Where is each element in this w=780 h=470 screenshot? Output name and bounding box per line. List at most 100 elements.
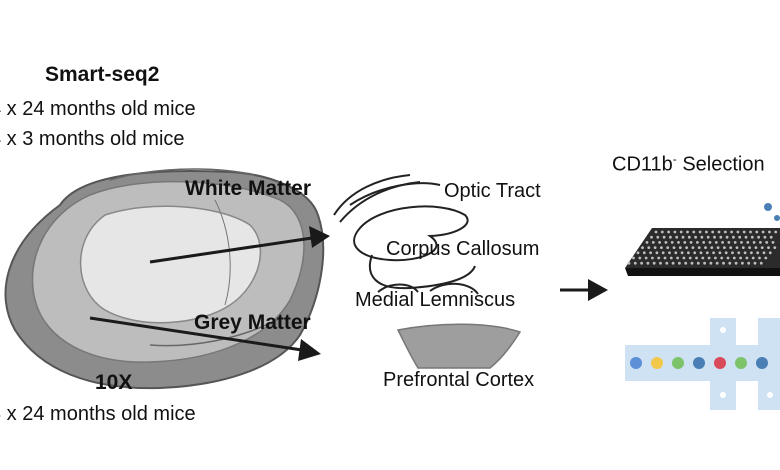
corpus-callosum-label: Corpus Callosum: [386, 238, 540, 260]
plate-well: [670, 241, 674, 244]
plate-well: [660, 230, 664, 234]
plate-well: [764, 256, 768, 260]
plate-well: [746, 241, 750, 244]
plate-well: [676, 256, 679, 260]
plate-well: [707, 256, 711, 260]
plate-well: [732, 235, 735, 239]
chip-port: [720, 392, 726, 398]
plate-well: [765, 241, 769, 244]
white-matter-label: White Matter: [185, 177, 311, 200]
medial-lemniscus-label: Medial Lemniscus: [355, 289, 516, 311]
plate-well: [660, 246, 663, 250]
plate-well: [718, 251, 722, 255]
plate-well: [694, 235, 697, 239]
plate-well: [711, 230, 715, 234]
plate-well: [658, 241, 661, 244]
droplet-bead: [756, 357, 768, 369]
plate-well: [640, 261, 643, 265]
plate-well: [633, 261, 637, 265]
plate-well: [687, 235, 691, 239]
plate-well: [678, 246, 682, 250]
plate-well: [663, 256, 667, 260]
plate-well: [655, 251, 659, 255]
plate-well: [698, 230, 702, 234]
plate-well: [753, 261, 757, 265]
plate-well: [759, 261, 763, 265]
plate-well: [646, 261, 650, 265]
plate-well: [736, 230, 740, 234]
plate-well: [636, 251, 640, 255]
plate-well: [686, 230, 689, 234]
plate-well: [774, 230, 778, 234]
plate-well: [758, 256, 761, 260]
cd11b-superscript: -: [672, 152, 677, 166]
prefrontal-cortex-shape: [396, 323, 522, 369]
plate-well: [700, 235, 704, 239]
plate-well: [724, 251, 728, 255]
plate-well: [673, 230, 677, 234]
droplet-bead: [651, 357, 663, 369]
arrow-to-selection: [560, 279, 608, 301]
plate-well: [659, 261, 662, 265]
plate-well: [759, 241, 762, 244]
plate-well: [728, 261, 732, 265]
plate-well: [688, 256, 692, 260]
plate-well: [656, 235, 660, 239]
plate-well: [682, 256, 686, 260]
optic-tract-shape: [333, 174, 441, 223]
plate-well: [721, 241, 724, 244]
arrow-grey-matter: [89, 316, 321, 361]
plate-well: [701, 256, 705, 260]
plate-well: [717, 230, 721, 234]
plate-well: [760, 246, 764, 250]
plate-well: [647, 246, 651, 250]
plate-well: [722, 261, 725, 265]
plate-well: [704, 246, 707, 250]
plate-well: [720, 256, 724, 260]
plate-well: [771, 241, 775, 244]
plate-well: [740, 241, 743, 244]
plate-well: [748, 246, 751, 250]
plate-well: [680, 251, 684, 255]
plate-well: [731, 251, 734, 255]
plate-well: [669, 256, 673, 260]
plate-well: [699, 251, 703, 255]
plate-well: [703, 261, 706, 265]
plate-well: [705, 251, 709, 255]
plate-well: [677, 241, 680, 244]
tenx-cohort-24m: 3 x 24 months old mice: [0, 403, 196, 425]
plate-well: [696, 241, 699, 244]
plate-well: [662, 235, 666, 239]
tenx-title: 10X: [95, 371, 133, 394]
plate-well: [651, 256, 654, 260]
plate-well: [641, 246, 644, 250]
plate-well: [762, 251, 766, 255]
plate-well: [709, 261, 713, 265]
smart-seq2-title: Smart-seq2: [45, 63, 160, 86]
plate-well: [719, 235, 723, 239]
plate-well: [684, 261, 688, 265]
plate-well: [653, 246, 657, 250]
plate-well: [664, 241, 668, 244]
plate-well: [708, 241, 712, 244]
smart-seq2-cohort-3m: 4 x 3 months old mice: [0, 128, 185, 150]
plate-well: [702, 241, 706, 244]
plate-well: [667, 230, 670, 234]
plate-well: [733, 241, 737, 244]
plate-well: [734, 261, 738, 265]
droplet-bead: [672, 357, 684, 369]
plate-well: [732, 256, 736, 260]
plate-well: [675, 235, 679, 239]
plate-well: [642, 251, 646, 255]
plate-well: [650, 235, 653, 239]
plate-well: [739, 256, 742, 260]
plate-well: [715, 261, 719, 265]
plate-well: [727, 241, 731, 244]
plate-well: [681, 235, 685, 239]
plate-well: [723, 230, 727, 234]
plate-well: [773, 246, 777, 250]
plate-well: [768, 251, 772, 255]
medial-lemniscus-shape: [377, 282, 479, 295]
plate-well: [645, 241, 649, 244]
plate-well: [679, 230, 683, 234]
